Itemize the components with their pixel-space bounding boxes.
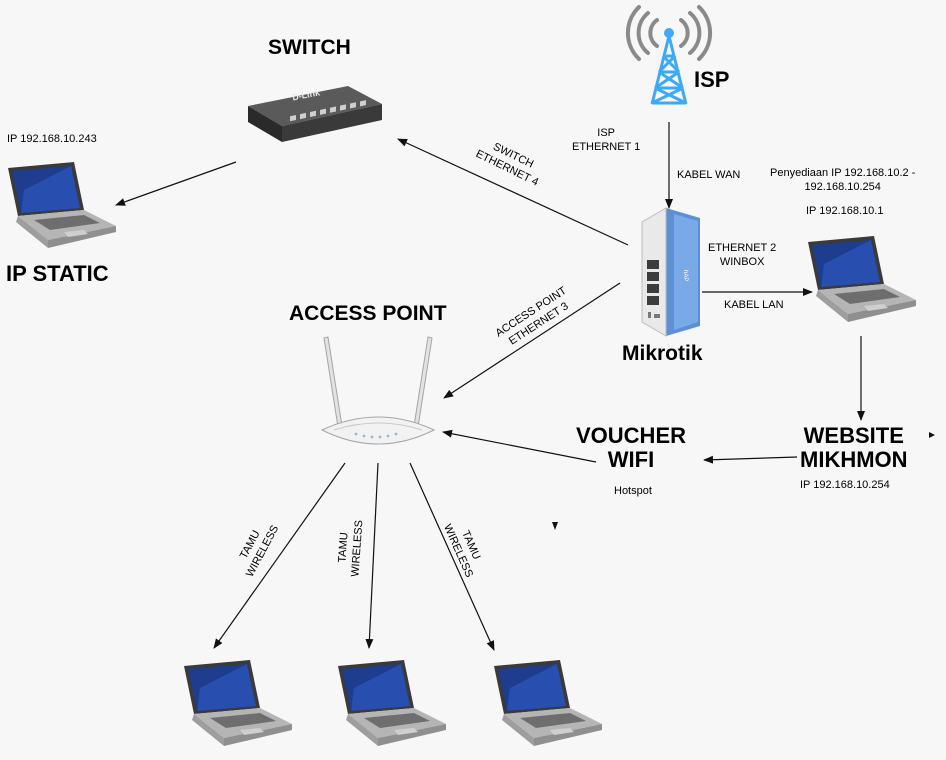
winbox-line1: ETHERNET 2 — [708, 242, 777, 254]
website-title: WEBSITE MIKHMON — [800, 424, 908, 472]
voucher-title: VOUCHER WIFI — [576, 424, 686, 472]
mikrotik-to-ap-line — [443, 282, 621, 399]
mikrotik-title: Mikrotik — [622, 342, 703, 365]
isp-title: ISP — [694, 67, 730, 92]
ip-static-address: IP 192.168.10.243 — [7, 133, 97, 145]
ip-static-title: IP STATIC — [6, 261, 109, 286]
website-to-voucher-line — [703, 455, 798, 464]
website-title-line2: MIKHMON — [800, 447, 908, 472]
dhcp-range-line1: Penyediaan IP 192.168.10.2 - — [770, 167, 916, 179]
laptop-admin-icon — [804, 234, 920, 326]
stray-marker — [552, 522, 558, 530]
access-point-icon — [316, 334, 440, 456]
laptop-guest-3-icon — [490, 658, 606, 750]
kabel-wan-label: KABEL WAN — [677, 169, 741, 181]
voucher-subtitle: Hotspot — [614, 485, 652, 497]
guest2-label: TAMU WIRELESS — [334, 519, 366, 578]
ap-to-guest2-line — [365, 462, 379, 649]
winbox-label: ETHERNET 2 WINBOX — [708, 241, 776, 269]
laptop-guest-2-icon — [334, 658, 450, 750]
isp-ethernet-line1: ISP — [597, 127, 615, 139]
switch-device: D-Link — [244, 80, 384, 150]
switch-to-ipstatic-line — [115, 161, 237, 206]
kabel-lan-label: KABEL LAN — [724, 299, 784, 311]
laptop-guest-1-icon — [180, 658, 296, 750]
stray-marker — [929, 432, 935, 438]
ap-to-guest3-line — [409, 462, 495, 651]
svg-text:hAP: hAP — [682, 270, 688, 281]
access-point-title: ACCESS POINT — [289, 302, 447, 325]
mikrotik-router-icon: hAP — [638, 204, 702, 338]
winbox-line2: WINBOX — [719, 256, 765, 268]
switch-title: SWITCH — [268, 36, 351, 59]
isp-tower-icon — [624, 4, 714, 108]
isp-ethernet-line2: ETHERNET 1 — [572, 141, 641, 153]
laptop-ip-static-icon — [4, 160, 120, 252]
mikrotik-to-switch-line — [397, 138, 629, 246]
voucher-title-line2: WIFI — [607, 447, 655, 472]
dhcp-range-label: Penyediaan IP 192.168.10.2 - 192.168.10.… — [770, 166, 915, 194]
website-ip-label: IP 192.168.10.254 — [800, 479, 890, 491]
isp-ethernet-label: ISP ETHERNET 1 — [572, 126, 640, 154]
dhcp-range-line2: 192.168.10.254 — [804, 181, 881, 193]
ap-to-guest1-line — [213, 462, 346, 649]
website-title-line1: WEBSITE — [803, 423, 904, 448]
voucher-to-ap-line — [442, 429, 597, 463]
voucher-title-line1: VOUCHER — [576, 423, 687, 448]
admin-ip-label: IP 192.168.10.1 — [806, 205, 884, 217]
